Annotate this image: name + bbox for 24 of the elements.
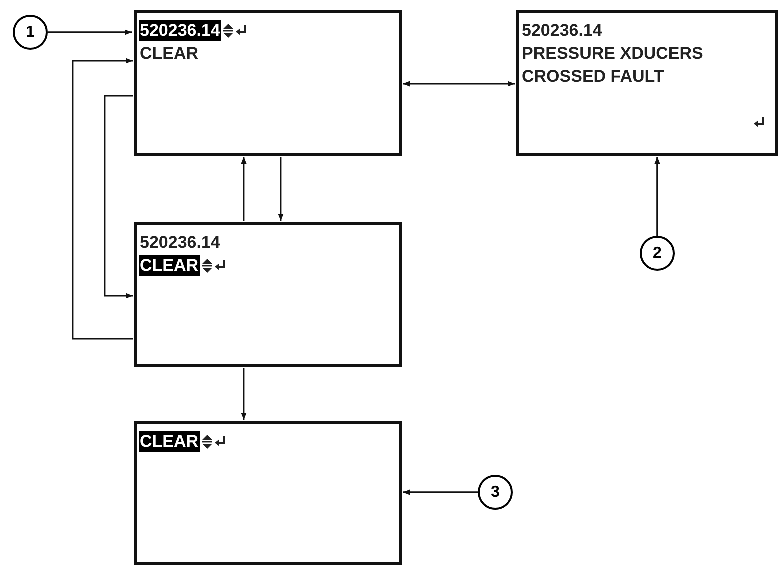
highlighted-text: CLEAR bbox=[139, 255, 200, 276]
display-screen bbox=[134, 10, 402, 156]
arrow bbox=[241, 157, 247, 221]
callout-number: 2 bbox=[653, 246, 662, 262]
display-screen bbox=[516, 10, 778, 156]
display-screen bbox=[134, 222, 402, 367]
arrow bbox=[403, 490, 478, 496]
highlighted-text: 520236.14 bbox=[139, 20, 222, 41]
display-text: 520236.14 bbox=[139, 232, 222, 253]
arrow bbox=[72, 58, 133, 340]
arrow bbox=[104, 95, 133, 299]
callout-number: 3 bbox=[491, 484, 500, 500]
arrow bbox=[403, 81, 515, 87]
display-screen bbox=[134, 421, 402, 565]
arrow bbox=[278, 157, 284, 221]
arrow bbox=[241, 368, 247, 420]
display-text: 520236.14 bbox=[521, 20, 604, 41]
highlighted-text: CLEAR bbox=[139, 431, 200, 452]
arrow bbox=[654, 157, 660, 236]
display-text: CLEAR bbox=[139, 43, 200, 64]
display-text: CROSSED FAULT bbox=[521, 66, 666, 87]
arrow bbox=[48, 30, 132, 36]
display-text: PRESSURE XDUCERS bbox=[521, 43, 704, 64]
callout-number: 1 bbox=[26, 24, 35, 40]
